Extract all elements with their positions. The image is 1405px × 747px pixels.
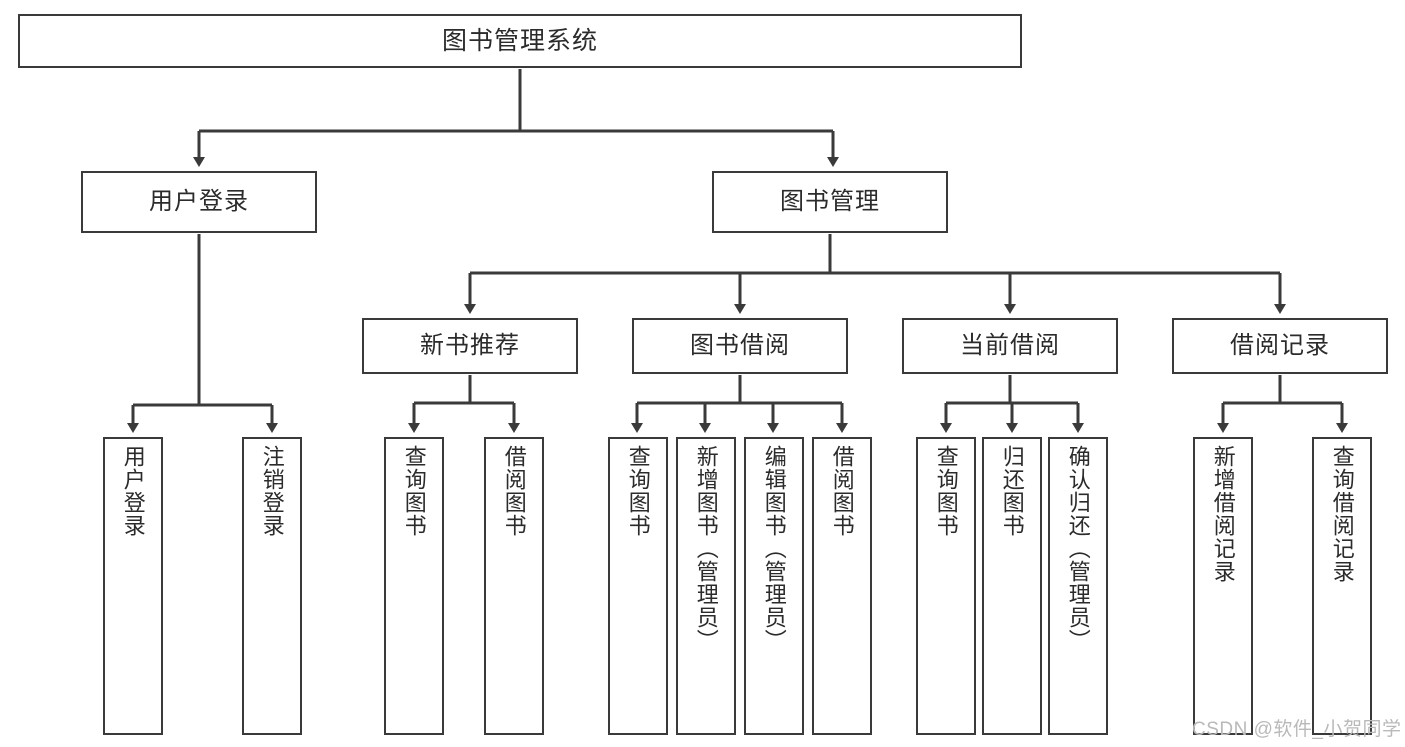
node-label: 用户登录 — [120, 445, 146, 537]
node-label: 查询图书 — [625, 445, 651, 537]
node-label: 新增图书（管理员） — [693, 445, 719, 652]
node-label: 当前借阅 — [960, 331, 1060, 359]
node-label: 编辑图书（管理员） — [761, 445, 787, 652]
node-label: 图书管理 — [780, 187, 880, 215]
csdn-watermark: CSDN @软件_小贺同学 — [1192, 719, 1402, 740]
node-new-book-recommendation[interactable]: 新书推荐 — [362, 318, 578, 374]
node-label: 借阅图书 — [501, 445, 527, 537]
node-label: 借阅记录 — [1230, 331, 1330, 359]
node-label: 用户登录 — [149, 187, 249, 215]
leaf-add-borrow-record[interactable]: 新增借阅记录 — [1193, 437, 1253, 735]
node-book-borrowing[interactable]: 图书借阅 — [632, 318, 848, 374]
node-label: 图书借阅 — [690, 331, 790, 359]
node-user-login[interactable]: 用户登录 — [81, 171, 317, 233]
node-label: 确认归还（管理员） — [1065, 445, 1091, 652]
node-label: 查询图书 — [933, 445, 959, 537]
leaf-return-books[interactable]: 归还图书 — [982, 437, 1042, 735]
leaf-edit-book-admin[interactable]: 编辑图书（管理员） — [744, 437, 804, 735]
node-label: 图书管理系统 — [441, 27, 598, 55]
node-root-book-management-system[interactable]: 图书管理系统 — [18, 14, 1022, 68]
leaf-user-login[interactable]: 用户登录 — [103, 437, 163, 735]
leaf-logout[interactable]: 注销登录 — [242, 437, 302, 735]
leaf-query-books-current[interactable]: 查询图书 — [916, 437, 976, 735]
node-label: 注销登录 — [259, 445, 285, 537]
node-borrowing-records[interactable]: 借阅记录 — [1172, 318, 1388, 374]
node-label: 新书推荐 — [420, 331, 520, 359]
leaf-confirm-return-admin[interactable]: 确认归还（管理员） — [1048, 437, 1108, 735]
leaf-add-book-admin[interactable]: 新增图书（管理员） — [676, 437, 736, 735]
node-label: 查询图书 — [401, 445, 427, 537]
leaf-borrow-books-recommendation[interactable]: 借阅图书 — [484, 437, 544, 735]
leaf-borrow-books-borrowing[interactable]: 借阅图书 — [812, 437, 872, 735]
node-label: 归还图书 — [999, 445, 1025, 537]
node-book-management[interactable]: 图书管理 — [712, 171, 948, 233]
leaf-query-borrow-record[interactable]: 查询借阅记录 — [1312, 437, 1372, 735]
node-current-borrowing[interactable]: 当前借阅 — [902, 318, 1118, 374]
node-label: 新增借阅记录 — [1210, 445, 1236, 583]
node-label: 借阅图书 — [829, 445, 855, 537]
leaf-query-books-recommendation[interactable]: 查询图书 — [384, 437, 444, 735]
leaf-query-books-borrowing[interactable]: 查询图书 — [608, 437, 668, 735]
node-label: 查询借阅记录 — [1329, 445, 1355, 583]
